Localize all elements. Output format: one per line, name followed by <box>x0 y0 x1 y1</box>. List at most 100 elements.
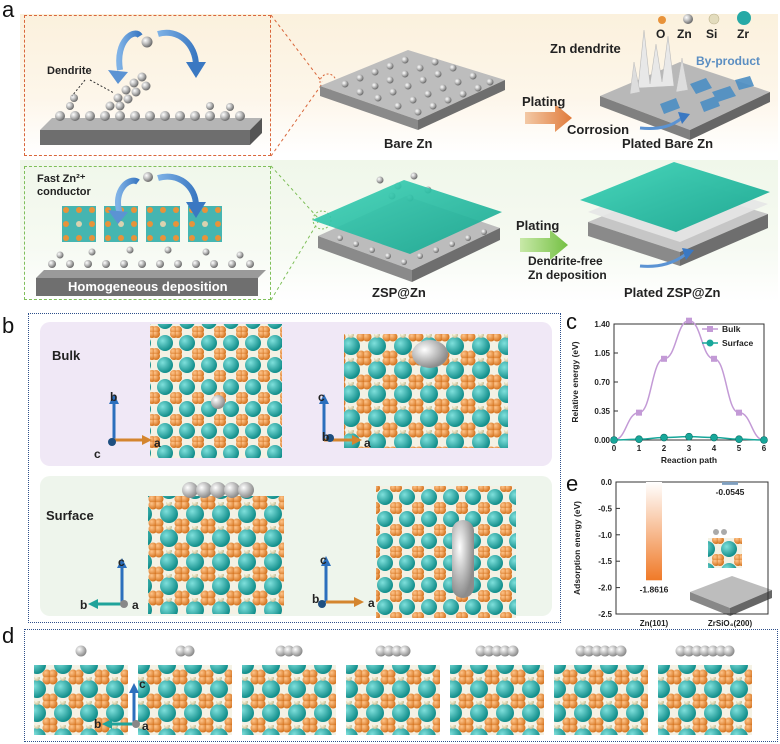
chart-e-category-label: ZrSiO₄(200) <box>708 619 753 628</box>
panel-d-zn-atom <box>707 645 719 657</box>
panel-d-zn-atom <box>507 645 519 657</box>
panel-b-letter: b <box>2 313 15 338</box>
panel-d-zn-atom <box>683 645 695 657</box>
chart-c-xtick-label: 1 <box>637 444 642 453</box>
plating-arrow-top <box>525 104 572 132</box>
bulk-axes-1 <box>108 394 152 446</box>
panel-d-zn-atom <box>391 645 403 657</box>
chart-e-ytick-label: 0.0 <box>601 478 613 487</box>
panel-d-zn-atom <box>491 645 503 657</box>
chart-c-xtick-label: 2 <box>662 444 667 453</box>
panel-d-zn-atom <box>291 645 303 657</box>
panel-d-axis-a: a <box>142 719 149 733</box>
panel-d-structure-5 <box>450 665 544 735</box>
panel-d-axis-c: c <box>139 677 146 691</box>
chart-e-ylabel: Adsorption energy (eV) <box>572 501 582 595</box>
chart-c-point-bulk <box>711 355 717 362</box>
plated-bare-zn-label: Plated Bare Zn <box>622 136 714 151</box>
zsp-zn-label: ZSP@Zn <box>372 285 426 300</box>
chart-c-xtick-label: 4 <box>712 444 717 453</box>
right-curved-arrow <box>157 29 199 67</box>
chart-e-ytick-label: -1.0 <box>598 531 612 540</box>
panel-d-zn-atom <box>499 645 511 657</box>
chart-c-point-surface <box>685 432 693 441</box>
panel-d-zn-atom <box>575 645 587 657</box>
surface-axes-1 <box>88 558 128 609</box>
legend-label-o: O <box>656 27 666 41</box>
left-curved-arrow <box>116 30 143 71</box>
dendrite-free-label-1: Dendrite-free <box>528 254 603 268</box>
chart-c-xtick-label: 0 <box>612 444 617 453</box>
panel-d-zn-atom <box>475 645 487 657</box>
surface-label: Surface <box>46 508 94 523</box>
panel-d-zn-atom <box>615 645 627 657</box>
bulk2-axis-c: c <box>318 390 325 404</box>
panel-d-diffusion-sequence <box>34 645 752 735</box>
chart-c-legend-label: Bulk <box>722 324 741 334</box>
chart-e-bar-1 <box>722 482 738 485</box>
panel-d-letter: d <box>2 623 15 648</box>
panel-d-zn-atom <box>383 645 395 657</box>
by-product-label: By-product <box>696 54 760 68</box>
bulk1-axis-a: a <box>154 436 161 450</box>
dendrite-free-label-2: Zn deposition <box>528 268 607 282</box>
zsp-zn-slab <box>312 172 502 282</box>
surface-axes-2 <box>318 556 364 608</box>
panel-d-zn-atom <box>583 645 595 657</box>
chart-c-legend-marker <box>706 339 714 347</box>
panel-d-zn-atom <box>375 645 387 657</box>
panel-c-letter: c <box>566 309 577 334</box>
plated-zsp-zn-label: Plated ZSP@Zn <box>624 285 721 300</box>
panel-d-zn-atom <box>691 645 703 657</box>
bulk1-axis-b: b <box>110 390 118 404</box>
chart-e-ytick-label: -2.5 <box>598 610 612 619</box>
surf1-axis-c: c <box>118 555 125 569</box>
chart-c-point-bulk <box>636 409 642 416</box>
chart-c-ytick-label: 1.05 <box>594 349 610 358</box>
surf2-axis-a: a <box>368 596 375 610</box>
zn-dendrite-label: Zn dendrite <box>550 41 621 56</box>
chart-c-point-bulk <box>736 409 742 416</box>
homogeneous-deposition-label: Homogeneous deposition <box>68 279 228 294</box>
panel-d-axes <box>102 683 140 729</box>
panel-d-zn-atom <box>723 645 735 657</box>
plated-bare-zn-slab <box>600 29 770 140</box>
panel-d-axis-b: b <box>94 717 102 731</box>
panel-d-zn-atom <box>483 645 495 657</box>
chart-c-ylabel: Relative energy (eV) <box>570 341 580 422</box>
chart-c-legend-label: Surface <box>722 338 753 348</box>
panel-d-zn-atom <box>699 645 711 657</box>
panel-d-zn-atom <box>283 645 295 657</box>
chart-c-point-surface <box>660 433 668 442</box>
chart-c-xtick-label: 3 <box>687 444 692 453</box>
panel-d-zn-atom <box>599 645 611 657</box>
bulk-structure-side <box>150 324 282 458</box>
bare-zn-label: Bare Zn <box>384 136 433 151</box>
surf1-axis-a: a <box>132 598 139 612</box>
chart-e-data-label: -0.0545 <box>716 487 745 497</box>
chart-e-frame <box>615 481 769 615</box>
panel-d-zn-atom <box>675 645 687 657</box>
corrosion-label: Corrosion <box>567 122 630 137</box>
zsp-inset-frame <box>24 166 271 300</box>
bulk1-axis-c: c <box>94 447 101 461</box>
legend-label-zn: Zn <box>677 27 692 41</box>
panel-d-zn-atom <box>591 645 603 657</box>
plating-label-bottom: Plating <box>516 218 560 233</box>
chart-c-point-surface <box>610 436 618 444</box>
chart-e-bar-0 <box>646 482 662 581</box>
panel-d-structure-3 <box>242 665 336 735</box>
chart-e-ytick-label: -2.0 <box>598 584 612 593</box>
chart-c-point-bulk <box>686 317 692 324</box>
chart-c-point-surface <box>760 436 768 444</box>
chart-e-ytick-label: -1.5 <box>598 557 612 566</box>
plated-zsp-zn-slab <box>580 162 770 266</box>
surface-structure-side <box>148 496 284 614</box>
legend-label-zr: Zr <box>737 27 749 41</box>
surf2-axis-b: b <box>312 592 320 606</box>
panel-d-structure-7 <box>658 665 752 735</box>
chart-c-xtick-label: 6 <box>762 444 767 453</box>
panel-d-zn-atom <box>607 645 619 657</box>
panel-e-letter: e <box>566 471 579 496</box>
